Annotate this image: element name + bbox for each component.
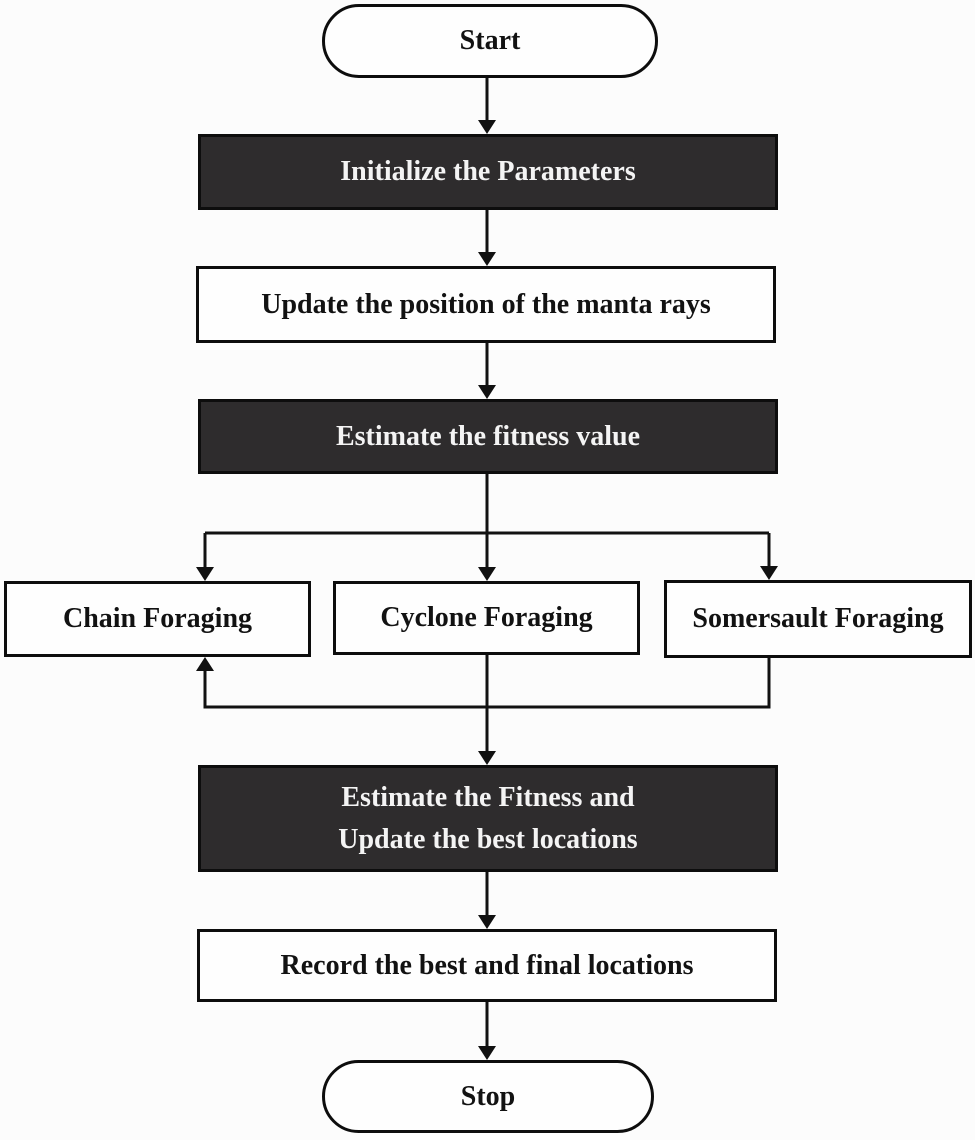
arrow-somersault-to-chain-feedback: [196, 657, 771, 709]
node-chain-foraging: Chain Foraging: [4, 581, 311, 657]
node-record-best-final-locations: Record the best and final locations: [197, 929, 777, 1002]
node-estimate-fitness-value: Estimate the fitness value: [198, 399, 778, 474]
arrow-estimate2-to-record: [478, 872, 496, 929]
arrow-cyclone-to-estimate2: [478, 655, 496, 765]
node-estimate-fitness-update-best: Estimate the Fitness and Update the best…: [198, 765, 778, 872]
node-start: Start: [322, 4, 658, 78]
arrow-start-to-initialize: [478, 78, 496, 134]
node-update-position: Update the position of the manta rays: [196, 266, 776, 343]
arrow-estimate-to-cyclone: [478, 474, 496, 581]
arrow-record-to-stop: [478, 1002, 496, 1060]
node-cyclone-foraging: Cyclone Foraging: [333, 581, 640, 655]
arrow-update-to-estimate: [478, 343, 496, 399]
arrow-initialize-to-update: [478, 210, 496, 266]
node-somersault-foraging: Somersault Foraging: [664, 580, 972, 658]
node-initialize-parameters: Initialize the Parameters: [198, 134, 778, 210]
arrow-split-to-somersault: [760, 533, 778, 580]
node-stop: Stop: [322, 1060, 654, 1133]
arrow-split-to-chain: [196, 533, 214, 581]
